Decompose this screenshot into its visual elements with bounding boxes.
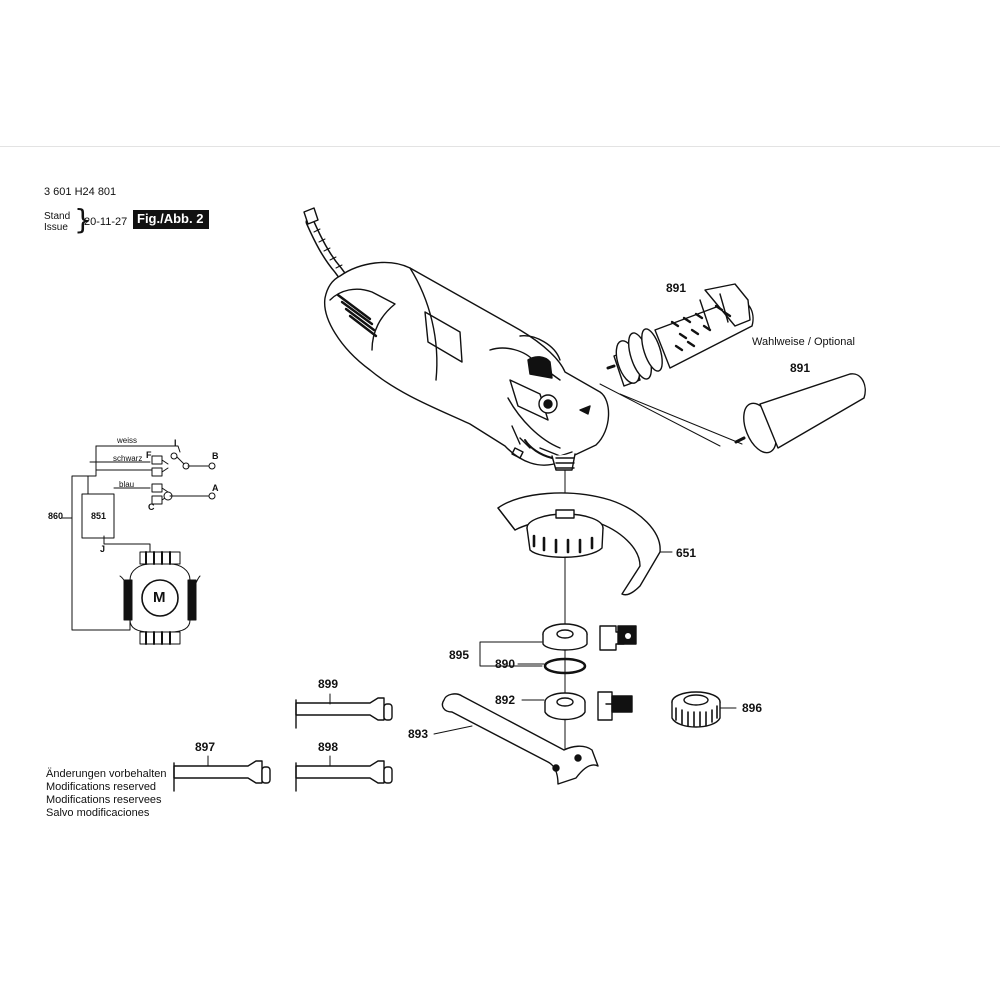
part-label-896: 896 bbox=[742, 701, 763, 715]
leader-handle bbox=[599, 383, 721, 447]
stand-label: Stand bbox=[44, 211, 71, 222]
o-ring-890 bbox=[543, 657, 587, 675]
wire-label-black: schwarz bbox=[113, 454, 143, 463]
terminal-I: I bbox=[174, 438, 177, 448]
motor-symbol: M bbox=[153, 589, 166, 606]
grease-tube-898 bbox=[295, 755, 393, 792]
protective-guard-651 bbox=[497, 492, 673, 596]
figure-badge: Fig./Abb. 2 bbox=[133, 210, 210, 229]
terminal-J: J bbox=[100, 544, 106, 554]
terminal-B: B bbox=[212, 451, 219, 461]
grease-tube-899 bbox=[295, 693, 393, 729]
part-label-899: 899 bbox=[318, 677, 339, 691]
document-number: 3 601 H24 801 bbox=[44, 186, 117, 198]
auxiliary-handle-891-straight bbox=[734, 373, 866, 454]
stand-issue-label: Stand Issue bbox=[44, 211, 70, 233]
grinder-housing bbox=[324, 261, 610, 471]
clamping-nut-892 bbox=[544, 691, 633, 721]
page-divider bbox=[0, 146, 1000, 147]
notice-de: Änderungen vorbehalten bbox=[46, 768, 167, 780]
notice-en: Modifications reserved bbox=[46, 781, 157, 793]
terminal-F: F bbox=[146, 450, 152, 460]
mounting-flange-895 bbox=[542, 623, 637, 651]
pin-spanner-893 bbox=[433, 693, 599, 785]
part-label-898: 898 bbox=[318, 740, 339, 754]
part-label-895: 895 bbox=[449, 648, 470, 662]
auxiliary-handle-891-vibration bbox=[606, 283, 754, 387]
wiring-diagram bbox=[61, 445, 216, 645]
part-label-892: 892 bbox=[495, 693, 516, 707]
part-label-897: 897 bbox=[195, 740, 216, 754]
part-label-651: 651 bbox=[676, 546, 697, 560]
part-label-893: 893 bbox=[408, 727, 429, 741]
part-label-851: 851 bbox=[91, 511, 107, 521]
wire-label-white: weiss bbox=[117, 436, 138, 445]
part-label-891-top: 891 bbox=[666, 281, 687, 295]
part-label-891-optional: 891 bbox=[790, 361, 811, 375]
part-label-890: 890 bbox=[495, 657, 516, 671]
part-label-860: 860 bbox=[48, 511, 64, 521]
issue-date: 20-11-27 bbox=[84, 216, 128, 228]
quick-clamping-nut-896 bbox=[671, 691, 737, 728]
notice-fr: Modifications reservees bbox=[46, 794, 162, 806]
optional-note: Wahlweise / Optional bbox=[752, 336, 855, 348]
grease-tube-897 bbox=[173, 755, 271, 792]
terminal-A: A bbox=[212, 483, 219, 493]
issue-label: Issue bbox=[44, 222, 68, 233]
terminal-C: C bbox=[148, 502, 155, 512]
brace-symbol: } bbox=[74, 203, 92, 236]
leader-895 bbox=[479, 641, 543, 667]
notice-es: Salvo modificaciones bbox=[46, 807, 150, 819]
wire-label-blue: blau bbox=[119, 480, 135, 489]
